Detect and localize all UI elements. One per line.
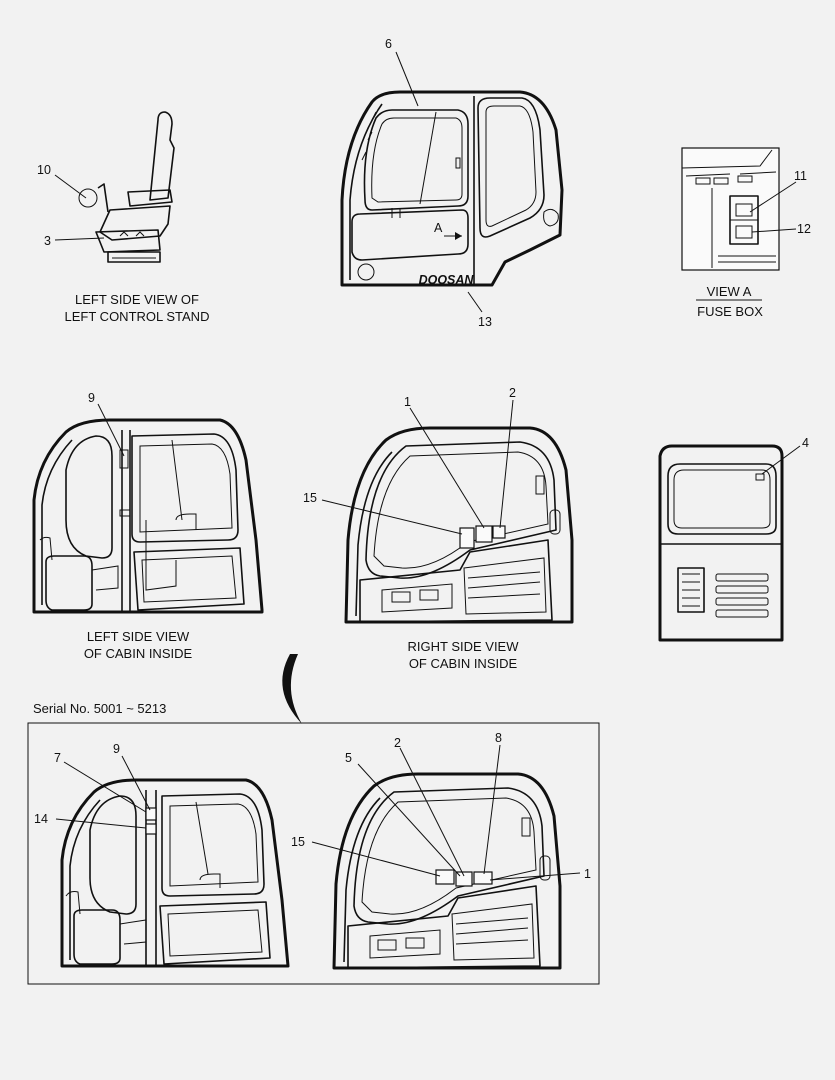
callout-10: 10 [37,163,51,177]
callout-1-bottom: 1 [584,867,591,881]
caption-left-inside-line1: LEFT SIDE VIEW [87,629,190,644]
callout-12: 12 [797,222,811,236]
leader-7 [63,761,147,813]
brand-logo: DOOSAN [419,273,475,287]
leader-4 [761,445,801,475]
leader-8 [483,744,501,875]
left-cabin-inside-drawing [32,418,264,614]
leader-1-top [409,407,485,529]
view-a-arrow [444,232,462,240]
leader-1-bottom [489,872,581,881]
leader-15-bottom [311,841,441,877]
callout-5: 5 [345,751,352,765]
curved-separator [282,654,302,724]
callout-15-bottom: 15 [291,835,305,849]
callout-6: 6 [385,37,392,51]
leader-2-bottom [399,747,465,877]
leader-2-top [499,399,514,529]
cabin-rear-drawing [658,444,784,642]
leader-6b [419,111,437,205]
serial-range-label: Serial No. 5001 ~ 5213 [33,701,166,716]
callout-11: 11 [794,169,807,183]
leader-3 [54,237,105,241]
callout-2-bottom: 2 [394,736,401,750]
leader-10 [54,174,87,199]
callout-7: 7 [54,751,61,765]
callout-13: 13 [478,315,492,329]
serial-range-frame [27,722,600,985]
callout-14: 14 [34,812,48,826]
leader-6 [395,51,419,107]
lower-right-cabin-inside-drawing [332,772,562,970]
callout-2-top: 2 [509,386,516,400]
callout-9-top: 9 [88,391,95,405]
callout-8: 8 [495,731,502,745]
caption-control-stand-line1: LEFT SIDE VIEW OF [75,292,199,307]
callout-9-bottom: 9 [113,742,120,756]
view-a-marker: A [434,221,443,235]
caption-control-stand-line2: LEFT CONTROL STAND [65,309,210,324]
leader-5 [357,763,461,877]
leader-9-bottom [121,755,151,811]
callout-3: 3 [44,234,51,248]
leader-15-top [321,499,463,535]
leader-14 [55,818,147,829]
cabin-exterior-drawing [340,90,564,287]
caption-right-inside-line1: RIGHT SIDE VIEW [408,639,520,654]
callout-4: 4 [802,436,809,450]
caption-view-a: VIEW A [707,284,752,299]
leader-9-top [97,403,125,457]
seat-control-stand-drawing [78,111,175,263]
leader-12 [751,228,797,233]
callout-15-top: 15 [303,491,317,505]
leader-11 [749,181,797,213]
caption-fuse-box: FUSE BOX [697,304,763,319]
caption-left-inside-line2: OF CABIN INSIDE [84,646,193,661]
callout-1-top: 1 [404,395,411,409]
lower-left-cabin-inside-drawing [60,778,290,968]
leader-13 [467,291,483,313]
caption-right-inside-line2: OF CABIN INSIDE [409,656,518,671]
right-cabin-inside-drawing [344,426,574,624]
fuse-box-drawing [681,147,780,271]
